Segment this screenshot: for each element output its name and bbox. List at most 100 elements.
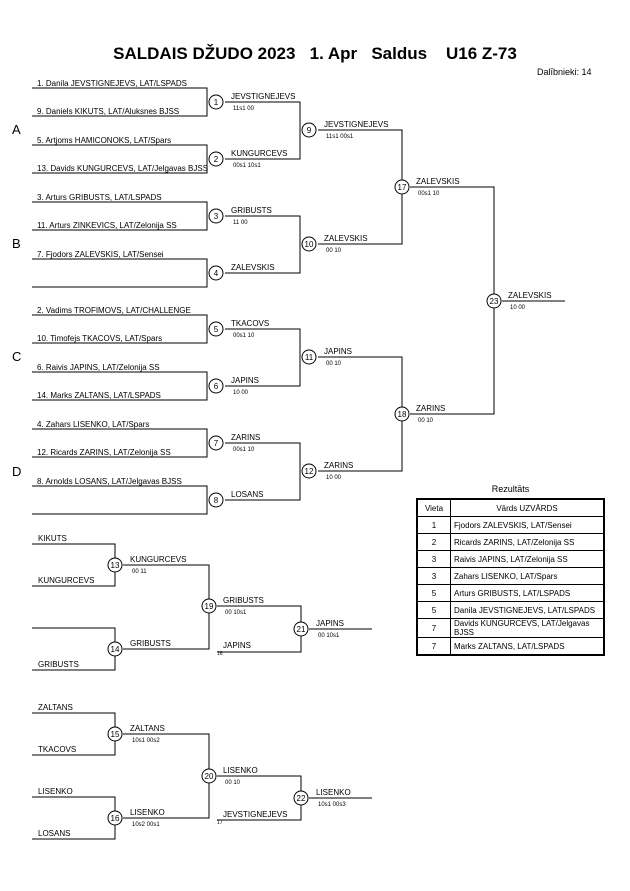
entrant-label: 9. Daniels KIKUTS, LAT/Aluksnes BJSS xyxy=(37,107,179,116)
match-winner: TKACOVS xyxy=(231,319,269,328)
match-winner: ZARINS xyxy=(231,433,260,442)
match-winner: JAPINS xyxy=(231,376,259,385)
match-number: 3 xyxy=(214,212,219,221)
entrant-labels: 1. Danila JEVSTIGNEJEVS, LAT/LSPADS 9. D… xyxy=(37,79,208,486)
repechage-2: ZALTANS TKACOVS LISENKO LOSANS 15 ZALTAN… xyxy=(32,703,372,840)
place-cell: 5 xyxy=(416,584,451,602)
pool-label: D xyxy=(12,464,21,479)
match-score: 00s1 10 xyxy=(233,333,255,339)
match-score: 00 10 xyxy=(225,780,241,786)
match-winner: JAPINS xyxy=(324,347,352,356)
entrant-label: TKACOVS xyxy=(38,745,76,754)
match-winner: ZARINS xyxy=(324,461,353,470)
match-winner: ZALEVSKIS xyxy=(324,234,368,243)
place-cell: 7 xyxy=(416,618,451,638)
match-winner: ZALTANS xyxy=(130,724,165,733)
name-cell: Ricards ZARINS, LAT/Zelonija SS xyxy=(450,533,605,551)
match-winner: LOSANS xyxy=(231,490,263,499)
entrant-label: KIKUTS xyxy=(38,534,67,543)
entrant-label: 10. Timofejs TKACOVS, LAT/Spars xyxy=(37,334,162,343)
place-cell: 7 xyxy=(416,637,451,656)
participant-count: Dalībnieki: 14 xyxy=(537,67,592,77)
round1-matches: 1 JEVSTIGNEJEVS 11s1 00 2 KUNGURCEVS 00s… xyxy=(208,92,295,508)
match-number: 1 xyxy=(214,98,219,107)
match-winner: KUNGURCEVS xyxy=(130,555,186,564)
name-cell: Zahars LISENKO, LAT/Spars xyxy=(450,567,605,585)
column-header: Vieta xyxy=(416,498,451,517)
match-score: 11s1 00 xyxy=(233,106,255,112)
place-cell: 3 xyxy=(416,567,451,585)
results-title: Rezultāts xyxy=(491,484,530,494)
entrant-label: KUNGURCEVS xyxy=(38,576,94,585)
name-cell: Marks ZALTANS, LAT/LSPADS xyxy=(450,637,605,656)
match-number: 11 xyxy=(305,353,314,362)
match-score: 10s2 00s1 xyxy=(132,822,160,828)
loser-entry: JEVSTIGNEJEVS xyxy=(223,810,287,819)
match-winner: LISENKO xyxy=(223,766,258,775)
match-score: 10s1 00s2 xyxy=(132,738,160,744)
match-winner: LISENKO xyxy=(130,808,165,817)
match-number: 5 xyxy=(214,325,219,334)
match-winner: JEVSTIGNEJEVS xyxy=(324,120,388,129)
match-score: 10s1 00s3 xyxy=(318,802,346,808)
semi-matches: 17 ZALEVSKIS 00s1 10 18 ZARINS 00 10 xyxy=(394,177,460,424)
match-number: 15 xyxy=(111,730,120,739)
match-number: 17 xyxy=(398,183,407,192)
match-winner: GRIBUSTS xyxy=(223,596,264,605)
match-winner: ZARINS xyxy=(416,404,445,413)
name-cell: Arturs GRIBUSTS, LAT/LSPADS xyxy=(450,584,605,602)
match-number: 23 xyxy=(490,297,499,306)
match-winner: ZALEVSKIS xyxy=(416,177,460,186)
match-number: 8 xyxy=(214,496,219,505)
pool-label: B xyxy=(12,236,21,251)
match-number: 16 xyxy=(111,814,120,823)
match-number: 18 xyxy=(398,410,407,419)
place-cell: 2 xyxy=(416,533,451,551)
place-cell: 3 xyxy=(416,550,451,568)
match-winner: GRIBUSTS xyxy=(130,639,171,648)
match-number: 22 xyxy=(297,794,306,803)
match-winner: KUNGURCEVS xyxy=(231,149,287,158)
match-winner: LISENKO xyxy=(316,788,351,797)
loser-source: 17 xyxy=(217,820,223,826)
entrant-label: LOSANS xyxy=(38,829,70,838)
main-bracket-lines xyxy=(32,87,565,515)
match-winner: JEVSTIGNEJEVS xyxy=(231,92,295,101)
match-score: 00s1 10 xyxy=(233,447,255,453)
match-score: 00 10s1 xyxy=(318,633,340,639)
entrant-label: 5. Artjoms HAMICONOKS, LAT/Spars xyxy=(37,136,171,145)
repechage-1: KIKUTS KUNGURCEVS GRIBUSTS 13 KUNGURCEVS… xyxy=(32,534,372,671)
match-score: 11 00 xyxy=(233,220,248,226)
match-number: 14 xyxy=(111,645,120,654)
match-number: 6 xyxy=(214,382,219,391)
final-match: 23 ZALEVSKIS 10 00 xyxy=(486,291,552,311)
match-number: 21 xyxy=(297,625,306,634)
pool-label: C xyxy=(12,349,21,364)
entrant-label: 8. Arnolds LOSANS, LAT/Jelgavas BJSS xyxy=(37,477,182,486)
name-cell: Raivis JAPINS, LAT/Zelonija SS xyxy=(450,550,605,568)
entrant-label: 11. Arturs ZINKEVICS, LAT/Zelonija SS xyxy=(37,221,177,230)
name-cell: Davids KUNGURCEVS, LAT/Jelgavas BJSS xyxy=(450,618,605,638)
entrant-label: LISENKO xyxy=(38,787,73,796)
match-score: 00 10 xyxy=(326,248,342,254)
match-score: 10 00 xyxy=(233,390,249,396)
match-score: 00 10 xyxy=(326,361,342,367)
entrant-label: 14. Marks ZALTANS, LAT/LSPADS xyxy=(37,391,161,400)
entrant-label: 1. Danila JEVSTIGNEJEVS, LAT/LSPADS xyxy=(37,79,187,88)
match-number: 19 xyxy=(205,602,214,611)
match-number: 10 xyxy=(305,240,314,249)
match-number: 20 xyxy=(205,772,214,781)
entrant-label: 13. Davids KUNGURCEVS, LAT/Jelgavas BJSS xyxy=(37,164,208,173)
match-winner: ZALEVSKIS xyxy=(231,263,275,272)
match-number: 4 xyxy=(214,269,219,278)
entrant-label: 3. Arturs GRIBUSTS, LAT/LSPADS xyxy=(37,193,162,202)
name-cell: Danila JEVSTIGNEJEVS, LAT/LSPADS xyxy=(450,601,605,619)
